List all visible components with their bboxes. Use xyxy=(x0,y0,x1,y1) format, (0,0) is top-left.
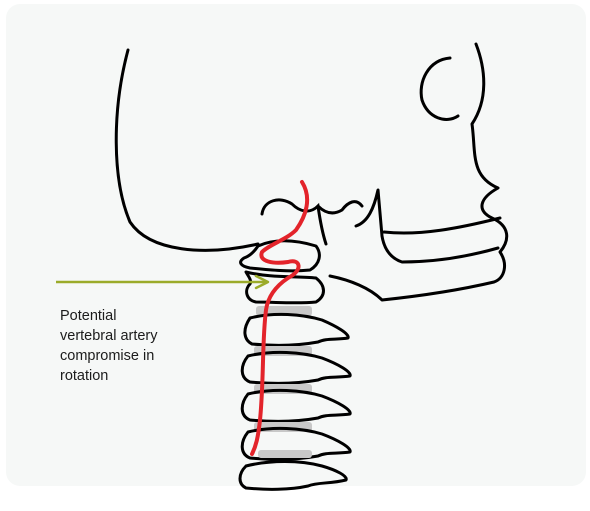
mastoid-process xyxy=(318,202,362,213)
eye-socket xyxy=(421,58,458,119)
annotation-line-3: compromise in xyxy=(60,346,210,366)
annotation-line-4: rotation xyxy=(60,366,210,386)
annotation-label: Potential vertebral artery compromise in… xyxy=(60,306,210,386)
jaw-outline xyxy=(356,190,500,262)
vertebral-artery xyxy=(252,182,307,454)
skull-outline xyxy=(116,50,258,250)
vertebra-c4 xyxy=(242,346,350,383)
occipital-condyle xyxy=(262,200,326,244)
annotation-line-1: Potential xyxy=(60,306,210,326)
annotation-line-2: vertebral artery xyxy=(60,326,210,346)
vertebra-c7 xyxy=(240,450,346,489)
vertebra-c3 xyxy=(245,306,348,345)
